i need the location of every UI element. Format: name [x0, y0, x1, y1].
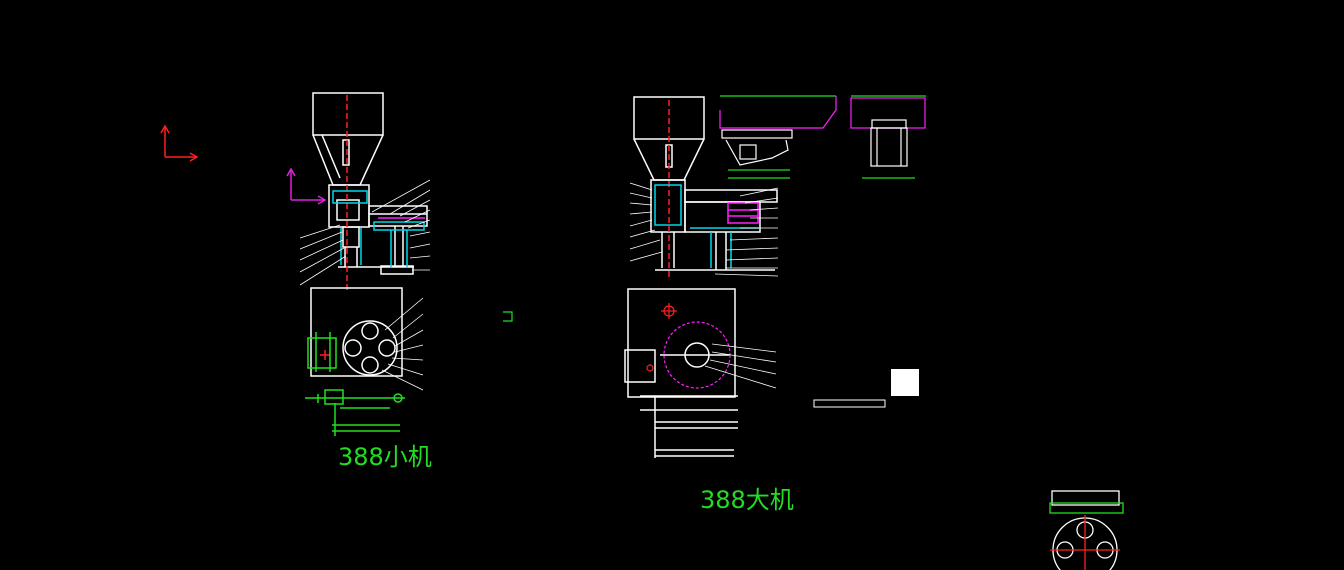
small-machine-plan[interactable]: [310, 287, 403, 377]
bottom-right-detail[interactable]: [1049, 490, 1124, 570]
ucs-icon-secondary: [286, 167, 327, 205]
detail-view-2[interactable]: [850, 95, 926, 179]
large-machine-leaders: [629, 182, 779, 277]
detail-view-1[interactable]: [719, 95, 837, 179]
large-plan-leaders: [704, 343, 777, 389]
large-machine-plan[interactable]: [624, 288, 738, 458]
small-machine-elevation[interactable]: [312, 92, 428, 275]
large-machine-label: 388大机: [700, 486, 794, 514]
small-machine-leaders: [299, 179, 431, 286]
small-machine-label: 388小机: [338, 443, 432, 471]
small-plan-leaders: [381, 297, 424, 391]
title-block: [891, 369, 919, 396]
ucs-icon: [160, 124, 199, 162]
scale-bar: [813, 399, 886, 408]
small-machine-accents: [332, 95, 425, 290]
small-machine-plan-accents: [305, 332, 405, 436]
large-machine-elevation[interactable]: [633, 96, 778, 271]
bracket-marker: [503, 311, 513, 322]
